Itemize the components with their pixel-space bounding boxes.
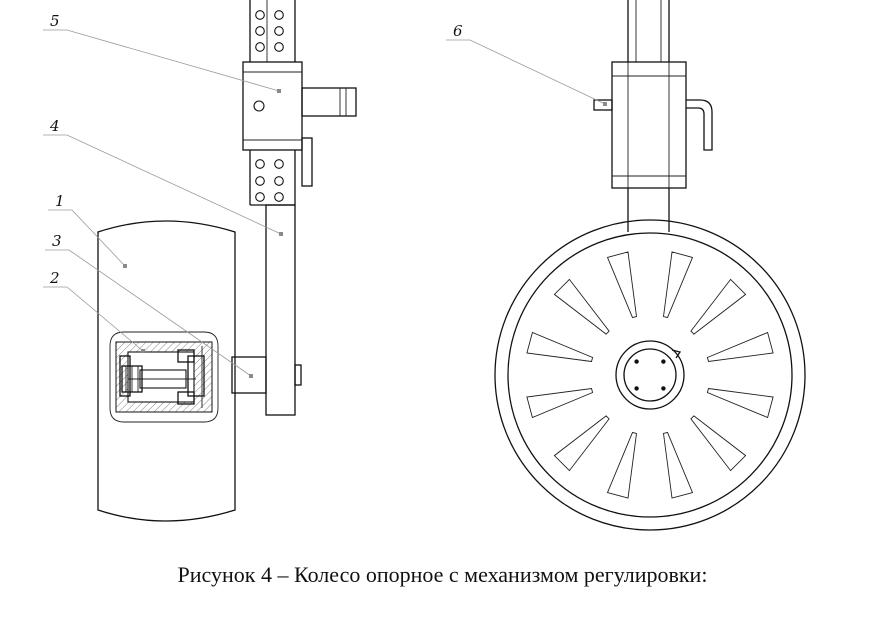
wheel-spoke bbox=[706, 331, 774, 362]
callout-5: 5 bbox=[43, 12, 281, 93]
perforated-column bbox=[249, 0, 296, 206]
side-view bbox=[97, 0, 357, 522]
hub-bolt bbox=[661, 386, 666, 391]
perforation-hole bbox=[274, 10, 284, 20]
front-column bbox=[627, 0, 670, 232]
wheel-front-view bbox=[494, 219, 806, 531]
perforation-hole bbox=[255, 26, 265, 36]
figure-caption: Рисунок 4 – Колесо опорное с механизмом … bbox=[177, 562, 708, 587]
wheel-spoke bbox=[553, 415, 610, 472]
perforation-hole bbox=[274, 159, 284, 169]
wheel-spoke bbox=[690, 415, 747, 472]
perforation-hole bbox=[255, 192, 265, 202]
wheel-spoke bbox=[663, 431, 694, 499]
hub-bolt bbox=[661, 359, 666, 364]
wheel-side-view bbox=[97, 220, 236, 522]
wheel-spoke bbox=[553, 278, 610, 335]
svg-text:2: 2 bbox=[49, 269, 60, 287]
perforation-hole bbox=[255, 42, 265, 52]
callout-4: 4 bbox=[43, 117, 283, 236]
wheel-spoke bbox=[526, 388, 594, 419]
callout-2: 2 bbox=[43, 269, 145, 353]
hub-section bbox=[109, 331, 219, 423]
wheel-spoke bbox=[526, 331, 594, 362]
hub-bolt bbox=[634, 359, 639, 364]
perforation-hole bbox=[274, 42, 284, 52]
callout-1: 1 bbox=[48, 192, 127, 268]
hub-bolt bbox=[634, 386, 639, 391]
callout-6: 6 bbox=[446, 22, 607, 106]
axle bbox=[231, 356, 302, 394]
perforation-hole bbox=[255, 176, 265, 186]
front-clamp bbox=[593, 61, 713, 189]
callouts: 5 4 1 3 2 6 bbox=[43, 12, 607, 378]
perforation-hole bbox=[274, 26, 284, 36]
svg-text:4: 4 bbox=[49, 117, 60, 135]
svg-text:6: 6 bbox=[453, 22, 463, 40]
wheel-spoke bbox=[606, 251, 637, 319]
wheel-spoke bbox=[706, 388, 774, 419]
perforation-hole bbox=[274, 192, 284, 202]
callout-3: 3 bbox=[45, 232, 253, 378]
perforation-hole bbox=[274, 176, 284, 186]
svg-text:1: 1 bbox=[55, 192, 65, 210]
wheel-spoke bbox=[690, 278, 747, 335]
vertical-strut bbox=[265, 204, 296, 416]
svg-text:3: 3 bbox=[52, 232, 62, 250]
front-view bbox=[494, 0, 806, 531]
svg-text:5: 5 bbox=[50, 12, 60, 30]
wheel-spoke bbox=[663, 251, 694, 319]
wheel-spoke bbox=[606, 431, 637, 499]
perforation-hole bbox=[255, 10, 265, 20]
clamp-block bbox=[242, 61, 357, 187]
perforation-hole bbox=[255, 159, 265, 169]
